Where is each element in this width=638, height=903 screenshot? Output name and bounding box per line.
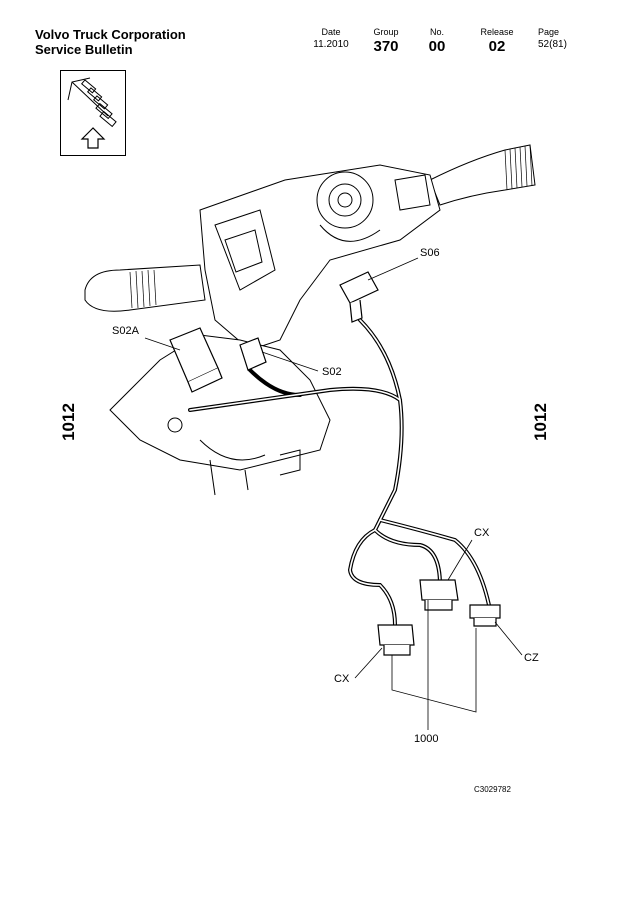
callout-cx-left: CX xyxy=(334,673,350,685)
callout-s02a: S02A xyxy=(112,325,139,337)
connector-cx-lower xyxy=(377,624,415,656)
callout-s02: S02 xyxy=(322,366,342,378)
group-value: 370 xyxy=(373,38,399,55)
date-column: Date 11.2010 xyxy=(308,27,354,52)
no-value: 00 xyxy=(428,38,446,55)
release-value: 02 xyxy=(488,38,506,55)
group-column: Group 370 xyxy=(366,27,406,56)
connector-cx-upper xyxy=(419,579,459,611)
side-label-right: 1012 xyxy=(530,403,550,441)
date-label: Date xyxy=(321,27,341,37)
release-label: Release xyxy=(480,27,514,37)
document-type: Service Bulletin xyxy=(35,42,133,57)
page-label: Page xyxy=(538,27,560,37)
callout-cz: CZ xyxy=(524,652,539,664)
connector-s02a xyxy=(169,327,223,393)
release-column: Release 02 xyxy=(472,27,522,56)
connector-s06 xyxy=(339,271,379,323)
connector-cz xyxy=(469,604,501,627)
page-value: 52(81) xyxy=(538,39,567,50)
group-label: Group xyxy=(373,27,399,37)
no-column: No. 00 xyxy=(420,27,454,56)
page-column: Page 52(81) xyxy=(538,27,588,52)
callout-s06: S06 xyxy=(420,247,440,259)
header: Volvo Truck Corporation Service Bulletin… xyxy=(0,0,638,60)
orientation-inset xyxy=(60,70,126,156)
no-label: No. xyxy=(429,27,444,37)
arrow-up-icon xyxy=(80,127,106,149)
connector-view-icon xyxy=(67,77,117,128)
company-name: Volvo Truck Corporation xyxy=(35,27,186,42)
figure-code: C3029782 xyxy=(474,785,511,794)
callout-cx-top: CX xyxy=(474,527,490,539)
side-label-left: 1012 xyxy=(58,403,78,441)
callout-1000: 1000 xyxy=(414,733,439,745)
connector-s02 xyxy=(239,337,267,371)
date-value: 11.2010 xyxy=(313,39,349,50)
